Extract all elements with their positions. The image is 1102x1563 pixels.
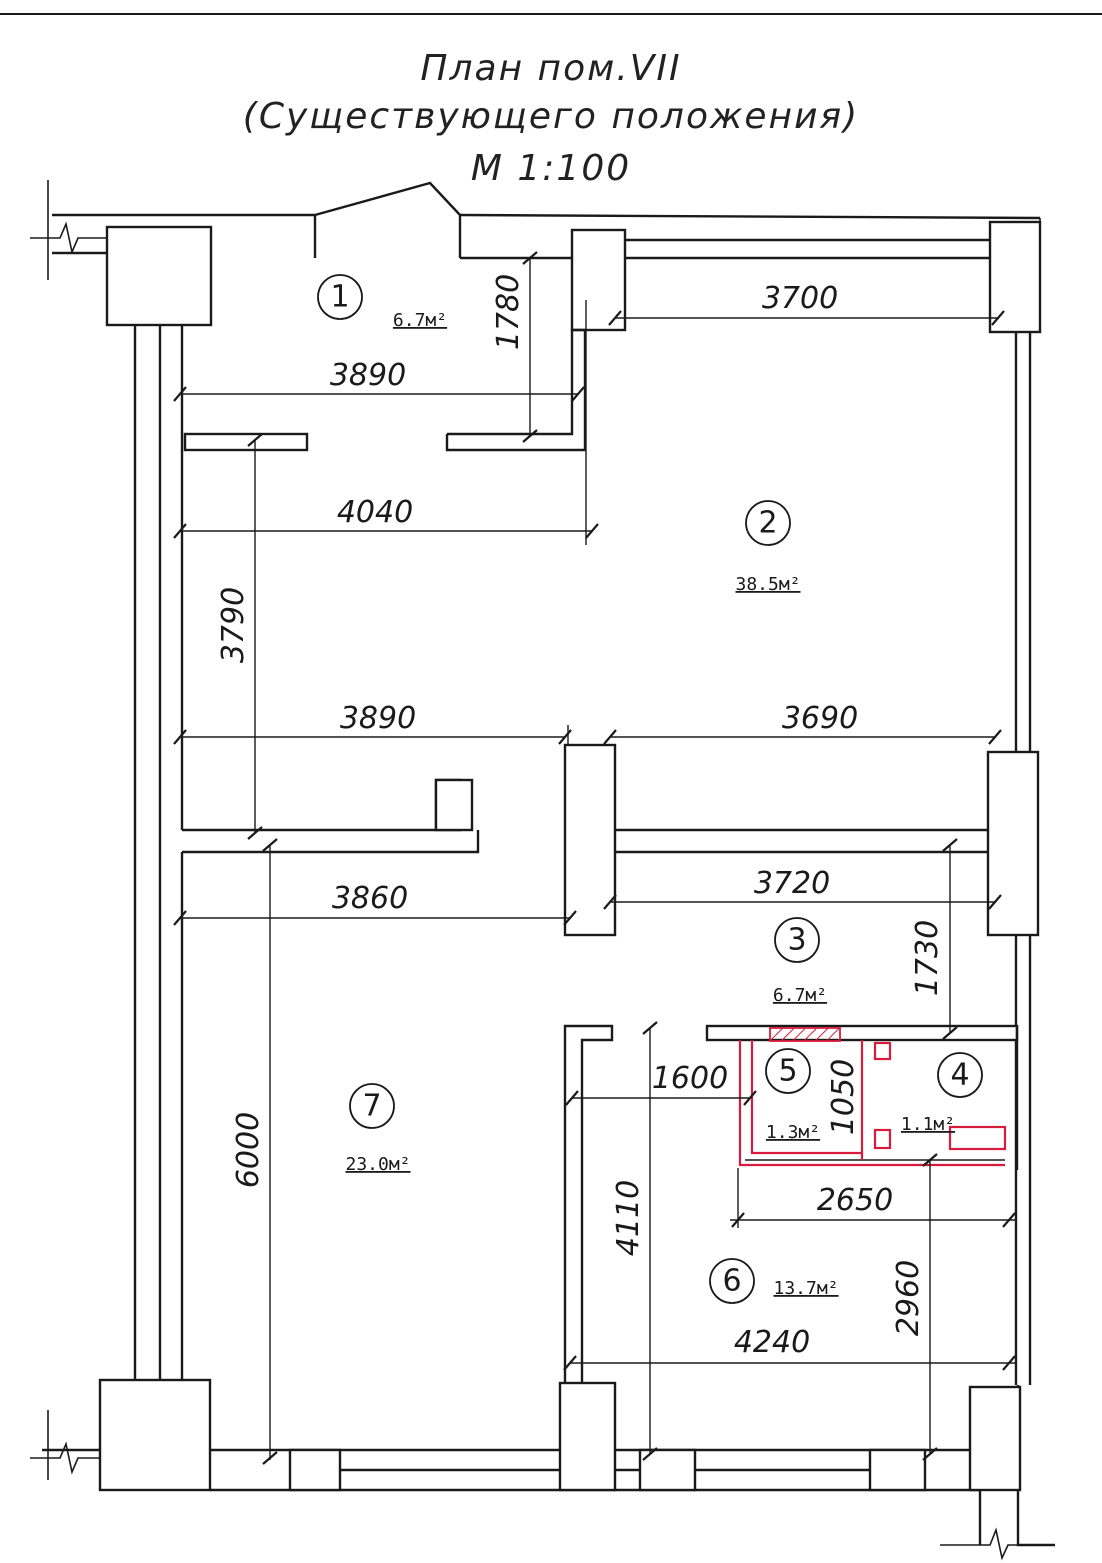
dim-3690: 3690	[782, 701, 858, 736]
room-5-label: 5 1.3м²	[765, 1048, 820, 1143]
title-line-1: План пом.VII	[420, 48, 682, 89]
room-area: 1.3м²	[766, 1122, 820, 1143]
room-2-label: 2 38.5м²	[735, 500, 801, 595]
dim-1050: 1050	[826, 1059, 861, 1135]
room-labels: 1 6.7м² 2 38.5м² 3 6.7м² 4 1.1м² 5 1.3м²…	[317, 274, 983, 1304]
dim-6000: 6000	[231, 1112, 266, 1188]
dim-3700: 3700	[762, 281, 838, 316]
dim-1780: 1780	[491, 274, 526, 350]
dim-1600: 1600	[652, 1061, 728, 1096]
room-number: 1	[330, 280, 349, 315]
room-area: 13.7м²	[773, 1278, 838, 1299]
red-redevelopment-marks	[738, 1027, 1007, 1167]
dim-2650: 2650	[817, 1183, 893, 1218]
dim-3890-top: 3890	[330, 358, 406, 393]
room-area: 6.7м²	[773, 985, 827, 1006]
room-number: 4	[950, 1058, 969, 1093]
room-7-label: 7 23.0м²	[345, 1083, 411, 1175]
room-area: 6.7м²	[393, 310, 447, 331]
room-number: 5	[778, 1054, 797, 1089]
room-number-circle	[937, 1052, 983, 1098]
room-number: 3	[787, 923, 806, 958]
title-line-2: (Существующего положения)	[242, 96, 860, 137]
title-line-3: М 1:100	[470, 148, 632, 189]
dim-4110: 4110	[611, 1180, 646, 1256]
room-number: 6	[722, 1264, 741, 1299]
room-number-circle	[349, 1083, 395, 1129]
dim-3860: 3860	[332, 881, 408, 916]
dim-3890-mid: 3890	[340, 701, 416, 736]
room-4-label: 4 1.1м²	[901, 1052, 983, 1135]
dimension-lines	[173, 251, 1016, 1465]
room-number-circle	[745, 500, 791, 546]
room-number-circle	[774, 917, 820, 963]
room-number: 2	[758, 506, 777, 541]
structural-columns	[98, 220, 1042, 1492]
room-number-circle	[709, 1258, 755, 1304]
room-number-circle	[317, 274, 363, 320]
room-area: 1.1м²	[901, 1114, 955, 1135]
room-area: 23.0м²	[345, 1154, 410, 1175]
dim-1730: 1730	[910, 920, 945, 996]
room-3-label: 3 6.7м²	[773, 917, 827, 1006]
room-number-circle	[765, 1048, 811, 1094]
dim-3720: 3720	[754, 866, 830, 901]
dim-4240: 4240	[734, 1325, 810, 1360]
room-area: 38.5м²	[735, 574, 800, 595]
dimension-labels: 1780 3890 3700 4040 3790 3890 3690 3860 …	[216, 274, 945, 1360]
dim-2960: 2960	[891, 1260, 926, 1336]
dim-4040: 4040	[337, 495, 413, 530]
room-6-label: 6 13.7м²	[709, 1258, 839, 1304]
outer-walls	[30, 180, 1055, 1561]
dim-3790: 3790	[216, 587, 251, 663]
room-number: 7	[362, 1089, 381, 1124]
room-1-label: 1 6.7м²	[317, 274, 447, 331]
